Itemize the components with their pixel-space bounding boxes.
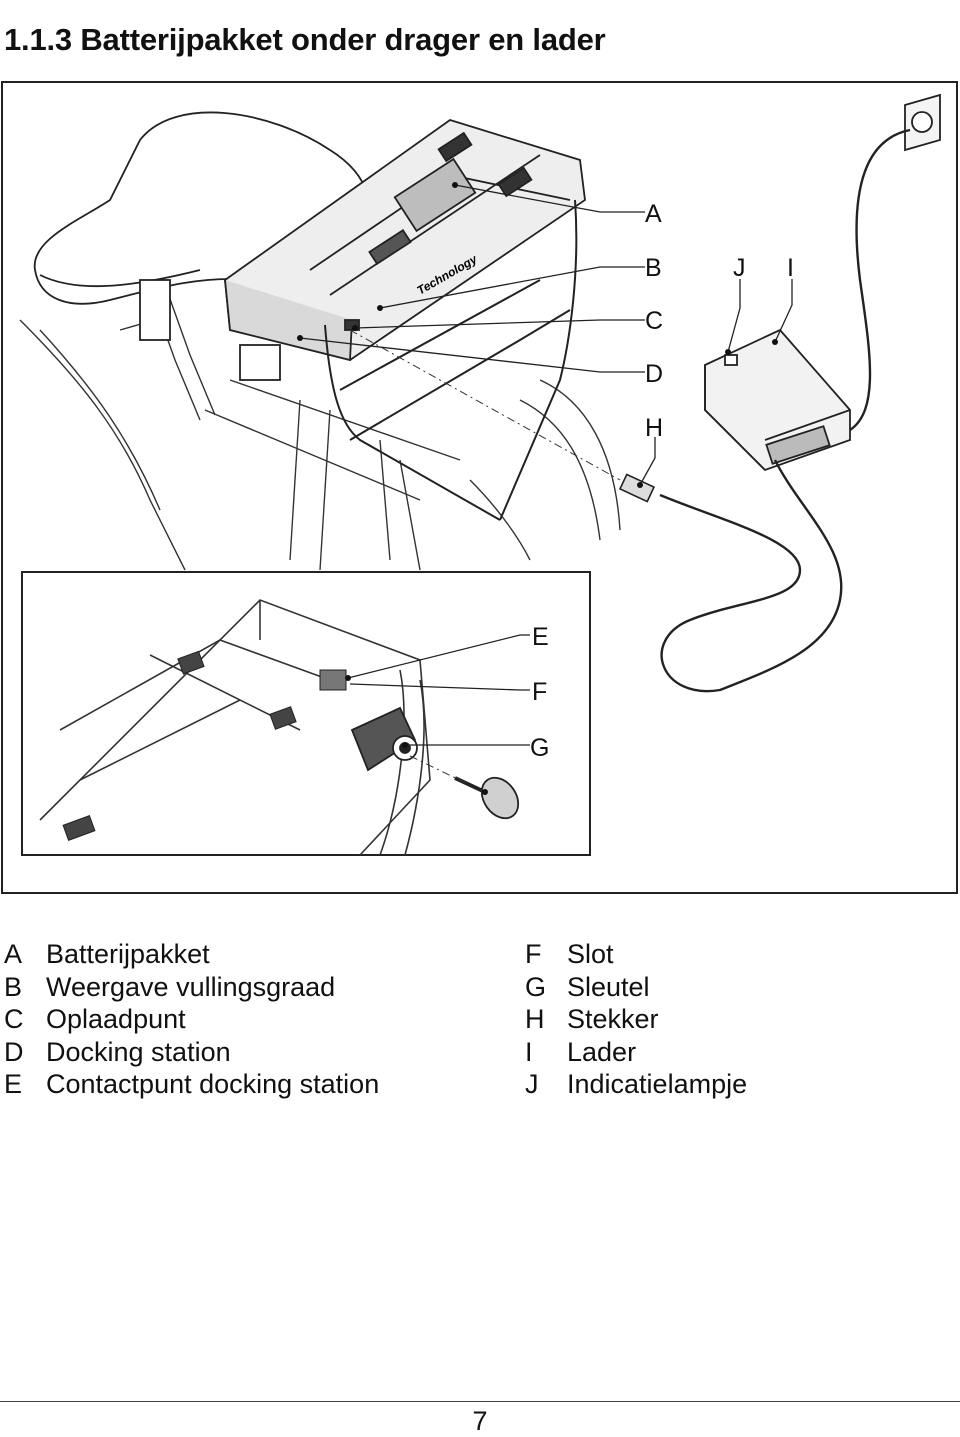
plug-guide-line xyxy=(349,329,621,481)
legend-item: I Lader xyxy=(525,1036,747,1069)
footer-divider xyxy=(0,1401,960,1402)
legend-item: J Indicatielampje xyxy=(525,1068,747,1101)
wall-socket xyxy=(904,93,941,152)
callout-D: D xyxy=(645,360,663,388)
legend-key: H xyxy=(525,1004,545,1034)
legend-item: B Weergave vullingsgraad xyxy=(4,971,379,1004)
callout-B: B xyxy=(645,254,662,282)
legend-key: F xyxy=(525,939,542,969)
legend-left-column: A Batterijpakket B Weergave vullingsgraa… xyxy=(4,938,379,1101)
legend-item: G Sleutel xyxy=(525,971,747,1004)
legend-key: C xyxy=(4,1004,24,1034)
callout-I: I xyxy=(787,254,794,282)
callout-C: C xyxy=(645,307,663,335)
legend-text: Slot xyxy=(567,939,614,969)
inset-panel xyxy=(21,571,591,856)
legend-item: F Slot xyxy=(525,938,747,971)
battery-pack xyxy=(224,119,586,381)
legend-item: C Oplaadpunt xyxy=(4,1003,379,1036)
callout-leaders xyxy=(299,184,793,746)
callout-G: G xyxy=(530,734,549,762)
legend-item: H Stekker xyxy=(525,1003,747,1036)
legend-text: Stekker xyxy=(567,1004,659,1034)
legend-key: A xyxy=(4,939,23,969)
legend-key: E xyxy=(4,1069,23,1099)
charger xyxy=(704,328,851,472)
legend-item: E Contactpunt docking station xyxy=(4,1068,379,1101)
page-title: 1.1.3 Batterijpakket onder drager en lad… xyxy=(4,22,606,57)
callout-F: F xyxy=(532,678,547,706)
figure-frame xyxy=(1,81,958,894)
legend-item: D Docking station xyxy=(4,1036,379,1069)
callout-A: A xyxy=(645,200,662,228)
legend-key: J xyxy=(525,1069,539,1099)
legend-text: Sleutel xyxy=(567,971,650,1002)
charging-plug xyxy=(618,473,656,503)
legend-text: Weergave vullingsgraad xyxy=(46,971,336,1002)
battery-charger-illustration: Technology xyxy=(0,80,960,895)
legend-key: B xyxy=(4,971,23,1002)
legend-key: D xyxy=(4,1036,24,1067)
legend-text: Docking station xyxy=(46,1036,231,1067)
callout-dots xyxy=(297,182,778,795)
legend-text: Contactpunt docking station xyxy=(46,1069,380,1099)
legend-text: Indicatielampje xyxy=(567,1069,748,1099)
callout-E: E xyxy=(532,623,549,651)
illustration-svg: Technology xyxy=(1,81,958,894)
callout-H: H xyxy=(645,414,663,442)
legend-text: Lader xyxy=(567,1036,637,1067)
callout-J: J xyxy=(733,254,746,282)
legend-item: A Batterijpakket xyxy=(4,938,379,971)
page-number: 7 xyxy=(472,1406,488,1436)
legend-text: Oplaadpunt xyxy=(46,1004,186,1034)
carrier-rails xyxy=(324,199,578,521)
legend-text: Batterijpakket xyxy=(46,939,210,969)
legend-key: G xyxy=(525,971,547,1002)
cables xyxy=(659,128,911,693)
legend-right-column: F Slot G Sleutel H Stekker I Lader J Ind… xyxy=(525,938,747,1101)
legend-key: I xyxy=(525,1036,533,1067)
